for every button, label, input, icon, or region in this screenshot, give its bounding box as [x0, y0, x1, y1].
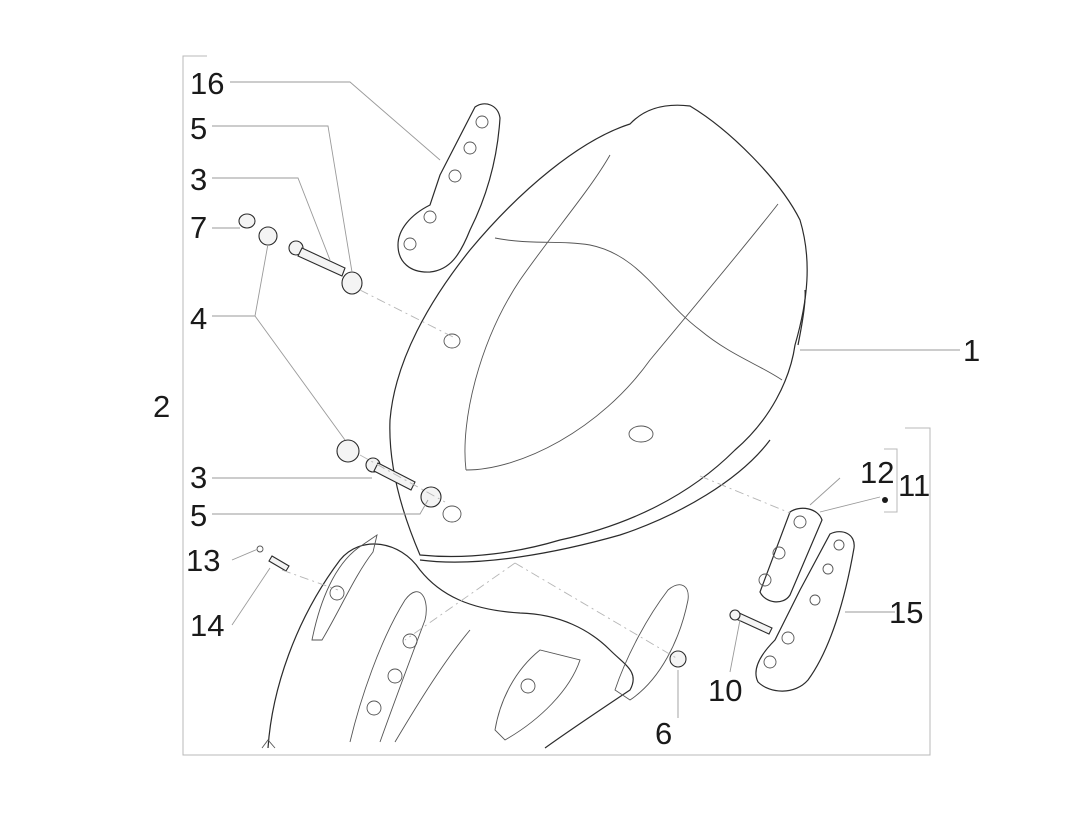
plate-12-icon: [758, 507, 823, 603]
fairing-icon: [261, 533, 689, 749]
callout-15: 15: [889, 595, 924, 630]
axis-line: [359, 454, 446, 503]
axis-line: [699, 475, 791, 514]
callout-4: 4: [190, 301, 208, 336]
bullet-dot-icon: [882, 497, 888, 503]
axis-line: [281, 569, 339, 591]
bracket-15-icon: [729, 531, 855, 692]
callout-14: 14: [190, 608, 225, 643]
leader-lines: [212, 81, 960, 718]
callout-7: 7: [190, 210, 208, 245]
windscreen-icon: [389, 104, 808, 563]
callout-1: 1: [963, 333, 981, 368]
callout-3: 3: [190, 460, 208, 495]
callout-10: 10: [708, 673, 743, 708]
hardware-lower-icon: [336, 439, 442, 508]
callout-3: 3: [190, 162, 208, 197]
axis-line: [514, 562, 679, 660]
callout-5: 5: [190, 111, 208, 146]
callout-5: 5: [190, 498, 208, 533]
callout-16: 16: [190, 66, 225, 101]
axis-line: [404, 562, 516, 641]
nut-6-icon: [669, 650, 687, 668]
callout-11: 11: [898, 468, 931, 503]
screw-14-icon: [256, 545, 290, 572]
hardware-upper-icon: [238, 213, 363, 295]
group-outline-2: [182, 55, 931, 756]
group-bracket-11: [884, 448, 898, 513]
axis-line: [359, 289, 456, 339]
callout-13: 13: [186, 543, 221, 578]
callout-2: 2: [153, 389, 171, 424]
callout-6: 6: [655, 716, 673, 751]
bracket-16-icon: [397, 103, 501, 273]
callout-12: 12: [860, 455, 895, 490]
